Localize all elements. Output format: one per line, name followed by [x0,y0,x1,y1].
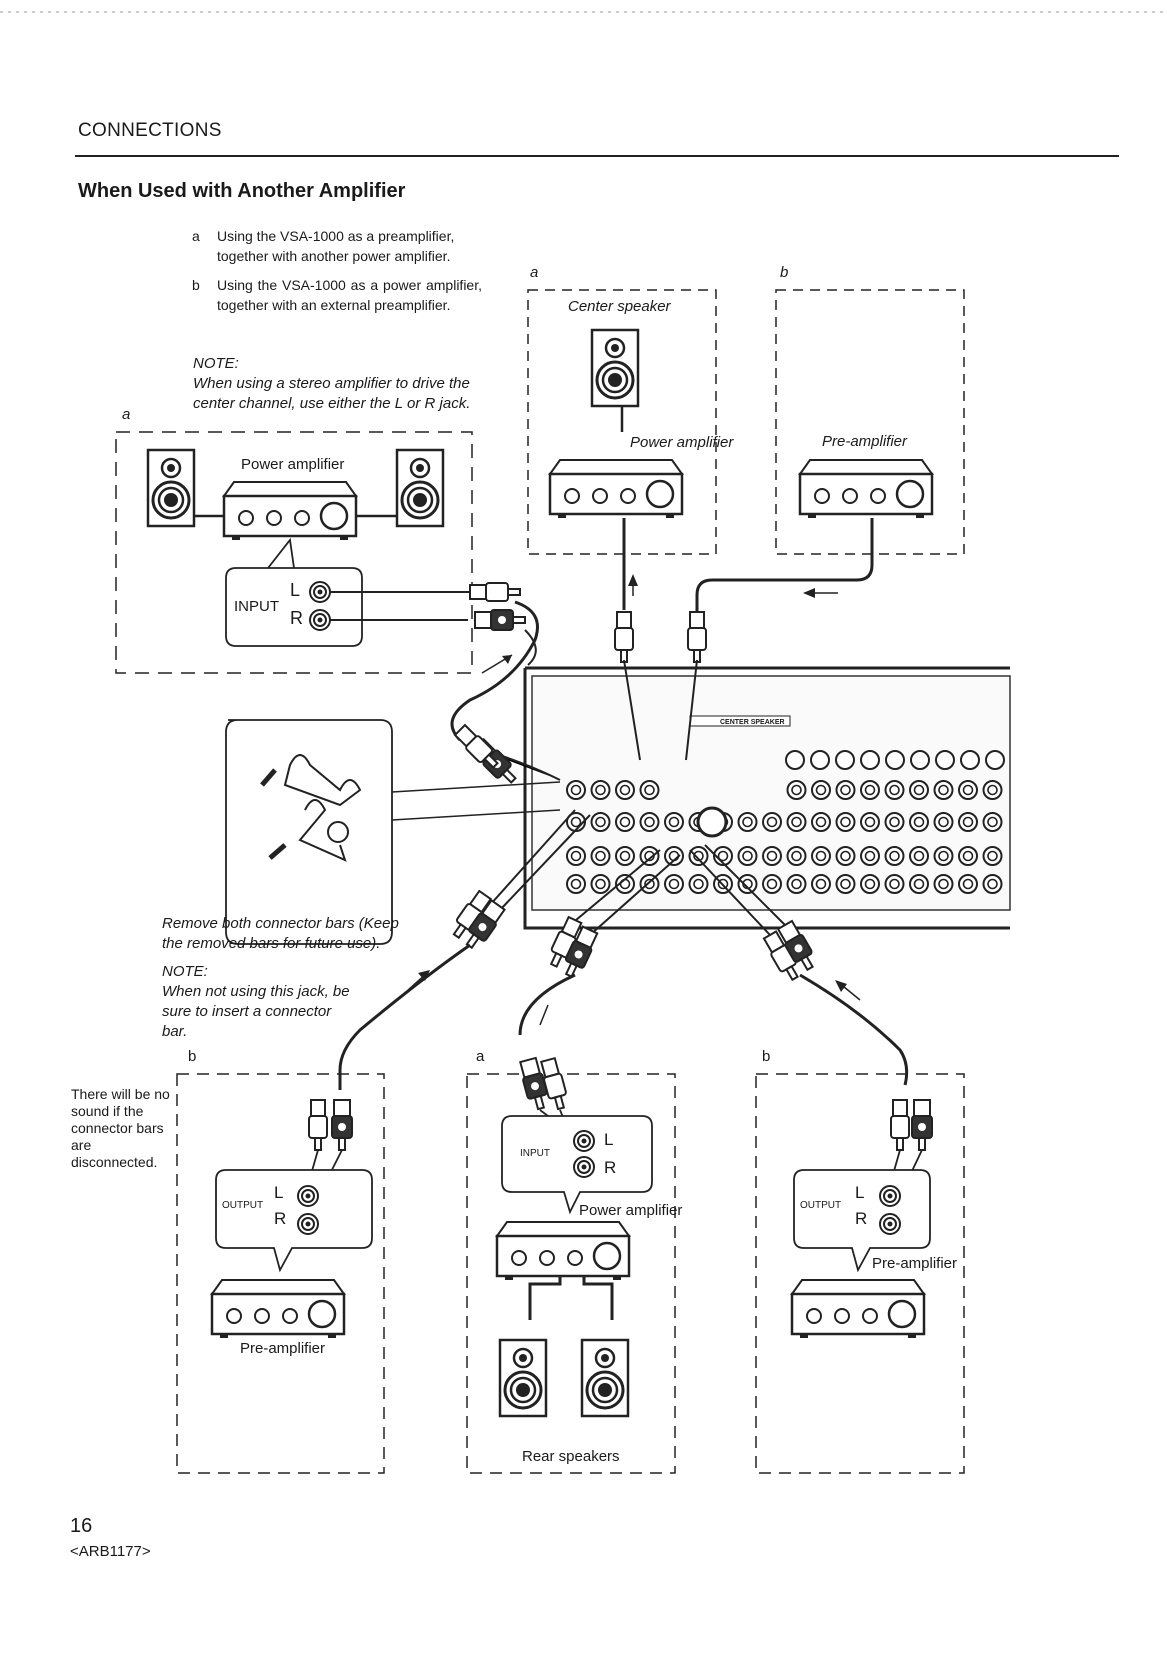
intro-a-letter: a [192,228,200,244]
left-b-amp-label: Pre-amplifier [240,1340,326,1357]
front-a-l-label: L [290,580,301,600]
center-b-tag: b [780,264,789,281]
front-a-tag: a [122,406,131,423]
sound-warning-text: There will be no sound if the connector … [71,1086,170,1170]
document-code: <ARB1177> [70,1543,151,1560]
center-a-tag: a [530,264,539,281]
front-a-amp-label: Power amplifier [241,456,345,473]
rear-a-l-label: L [604,1130,614,1149]
intro-note-text: When using a stereo amplifier to drive t… [193,375,471,412]
rear-a-tag: a [476,1048,485,1065]
center-a-speaker-label: Center speaker [568,298,671,315]
left-b-output-label: OUTPUT [222,1200,264,1211]
connector-note-label: NOTE: [162,963,208,980]
intro-a-text: Using the VSA-1000 as a preamplifier, to… [217,228,455,264]
section-header: CONNECTIONS [78,120,222,141]
right-b-amp-label: Pre-amplifier [872,1255,958,1272]
remove-bars-text: Remove both connector bars (Keep the rem… [162,915,399,952]
intro-b-letter: b [192,277,200,293]
page-number: 16 [70,1515,93,1537]
center-b-amp-label: Pre-amplifier [822,433,908,450]
right-b-l-label: L [855,1183,865,1202]
rear-a-input-label: INPUT [520,1148,550,1159]
front-a-input-label: INPUT [234,598,279,615]
page-title: When Used with Another Amplifier [78,180,406,202]
intro-b-text: Using the VSA-1000 as a power amplifier,… [217,277,482,313]
center-a-amp-label: Power amplifier [630,434,734,451]
right-b-output-label: OUTPUT [800,1200,842,1211]
center-speaker-label: CENTER SPEAKER [720,719,785,726]
rear-speakers-label: Rear speakers [522,1448,620,1465]
right-b-r-label: R [855,1209,868,1228]
connector-note-text: When not using this jack, be sure to ins… [162,983,350,1040]
header-divider [75,155,1119,157]
left-b-r-label: R [274,1209,287,1228]
left-b-l-label: L [274,1183,284,1202]
left-b-tag: b [188,1048,197,1065]
rear-a-amp-label: Power amplifier [579,1202,683,1219]
intro-note-label: NOTE: [193,355,239,372]
front-a-r-label: R [290,608,303,628]
right-b-tag: b [762,1048,771,1065]
rear-a-r-label: R [604,1158,617,1177]
